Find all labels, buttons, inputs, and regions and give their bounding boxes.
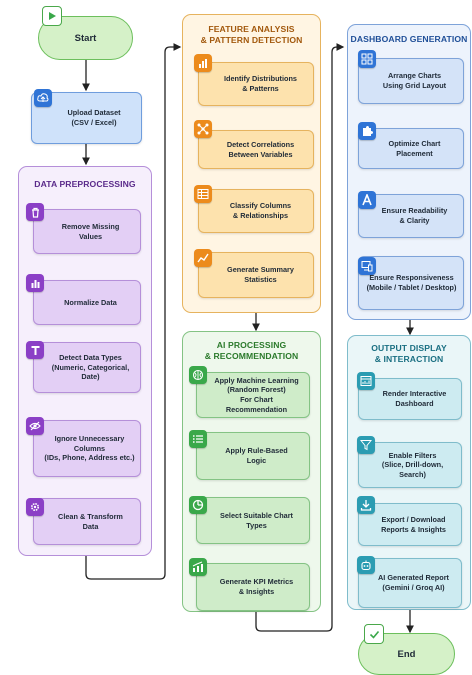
- upload-dataset-label: Upload Dataset (CSV / Excel): [67, 108, 121, 127]
- generate-kpi-metrics-label: Generate KPI Metrics & Insights: [219, 577, 294, 596]
- network-icon: [194, 120, 212, 138]
- filter-icon: [357, 436, 375, 454]
- detect-correlations-step: Detect Correlations Between Variables: [198, 130, 314, 169]
- bar-chart-icon: [26, 274, 44, 292]
- brain-icon: [189, 366, 207, 384]
- pie-chart-icon: [189, 496, 207, 514]
- render-dashboard-step: Render Interactive Dashboard: [358, 378, 462, 420]
- checkmark-icon: [364, 624, 384, 644]
- render-dashboard-label: Render Interactive Dashboard: [382, 389, 447, 408]
- detect-data-types-label: Detect Data Types (Numeric, Categorical,…: [51, 353, 130, 382]
- clean-transform-label: Clean & Transform Data: [58, 511, 123, 531]
- cloud-upload-icon: [34, 89, 52, 107]
- export-download-step: Export / Download Reports & Insights: [358, 503, 462, 546]
- summary-statistics-label: Generate Summary Statistics: [227, 265, 294, 284]
- apply-machine-learning-label: Apply Machine Learning (Random Forest) F…: [214, 375, 299, 414]
- upload-dataset-step: Upload Dataset (CSV / Excel): [31, 92, 142, 144]
- select-chart-types-label: Select Suitable Chart Types: [220, 510, 293, 530]
- normalize-data-step: Normalize Data: [33, 280, 141, 325]
- feature-analysis-title: FEATURE ANALYSIS & PATTERN DETECTION: [200, 24, 303, 45]
- identify-distributions-step: Identify Distributions & Patterns: [198, 62, 314, 106]
- generate-kpi-metrics-step: Generate KPI Metrics & Insights: [196, 563, 310, 611]
- play-icon: [42, 6, 62, 26]
- remove-missing-values-label: Remove Missing Values: [61, 221, 120, 241]
- apply-machine-learning-step: Apply Machine Learning (Random Forest) F…: [196, 372, 310, 418]
- detect-data-types-step: Detect Data Types (Numeric, Categorical,…: [33, 342, 141, 393]
- ignore-unnecessary-columns-step: Ignore Unnecessary Columns (IDs, Phone, …: [33, 420, 141, 477]
- arrange-charts-label: Arrange Charts Using Grid Layout: [382, 71, 447, 90]
- text-type-icon: [26, 341, 44, 359]
- arrange-charts-step: Arrange Charts Using Grid Layout: [358, 58, 464, 104]
- start-label: Start: [74, 32, 97, 44]
- end-label: End: [397, 648, 416, 660]
- ai-processing-title: AI PROCESSING & RECOMMENDATION: [204, 340, 299, 361]
- table-icon: [194, 185, 212, 203]
- grid-icon: [358, 50, 376, 68]
- gear-icon: [26, 498, 44, 516]
- list-icon: [189, 430, 207, 448]
- enable-filters-step: Enable Filters (Slice, Drill-down, Searc…: [358, 442, 462, 488]
- ensure-readability-step: Ensure Readability & Clarity: [358, 194, 464, 238]
- ai-generated-report-step: AI Generated Report (Gemini / Groq AI): [358, 558, 462, 608]
- classify-columns-step: Classify Columns & Relationships: [198, 189, 314, 233]
- enable-filters-label: Enable Filters (Slice, Drill-down, Searc…: [381, 450, 444, 479]
- trend-line-icon: [194, 249, 212, 267]
- classify-columns-label: Classify Columns & Relationships: [229, 201, 292, 220]
- identify-distributions-label: Identify Distributions & Patterns: [224, 74, 297, 93]
- ai-generated-report-label: AI Generated Report (Gemini / Groq AI): [378, 573, 449, 592]
- select-chart-types-step: Select Suitable Chart Types: [196, 497, 310, 544]
- data-preprocessing-title: DATA PREPROCESSING: [34, 179, 136, 189]
- robot-icon: [357, 556, 375, 574]
- puzzle-icon: [358, 122, 376, 140]
- ensure-readability-label: Ensure Readability & Clarity: [381, 206, 448, 225]
- download-icon: [357, 496, 375, 514]
- rule-based-logic-step: Apply Rule-Based Logic: [196, 432, 310, 480]
- histogram-icon: [194, 54, 212, 72]
- output-display-title: OUTPUT DISPLAY & INTERACTION: [371, 343, 447, 364]
- clean-transform-step: Clean & Transform Data: [33, 498, 141, 545]
- dashboard-generation-title: DASHBOARD GENERATION: [350, 34, 468, 44]
- export-download-label: Export / Download Reports & Insights: [381, 514, 446, 534]
- remove-missing-values-step: Remove Missing Values: [33, 209, 141, 254]
- ensure-responsiveness-label: Ensure Responsiveness (Mobile / Tablet /…: [366, 273, 457, 292]
- devices-icon: [358, 257, 376, 275]
- normalize-data-label: Normalize Data: [64, 297, 117, 307]
- rule-based-logic-label: Apply Rule-Based Logic: [225, 446, 288, 465]
- optimize-chart-placement-label: Optimize Chart Placement: [388, 138, 441, 158]
- summary-statistics-step: Generate Summary Statistics: [198, 252, 314, 298]
- ignore-unnecessary-columns-label: Ignore Unnecessary Columns (IDs, Phone, …: [44, 434, 135, 463]
- font-a-icon: [358, 191, 376, 209]
- dashboard-icon: [357, 372, 375, 390]
- eye-off-icon: [26, 417, 44, 435]
- detect-correlations-label: Detect Correlations Between Variables: [226, 139, 295, 159]
- growth-chart-icon: [189, 558, 207, 576]
- trash-icon: [26, 203, 44, 221]
